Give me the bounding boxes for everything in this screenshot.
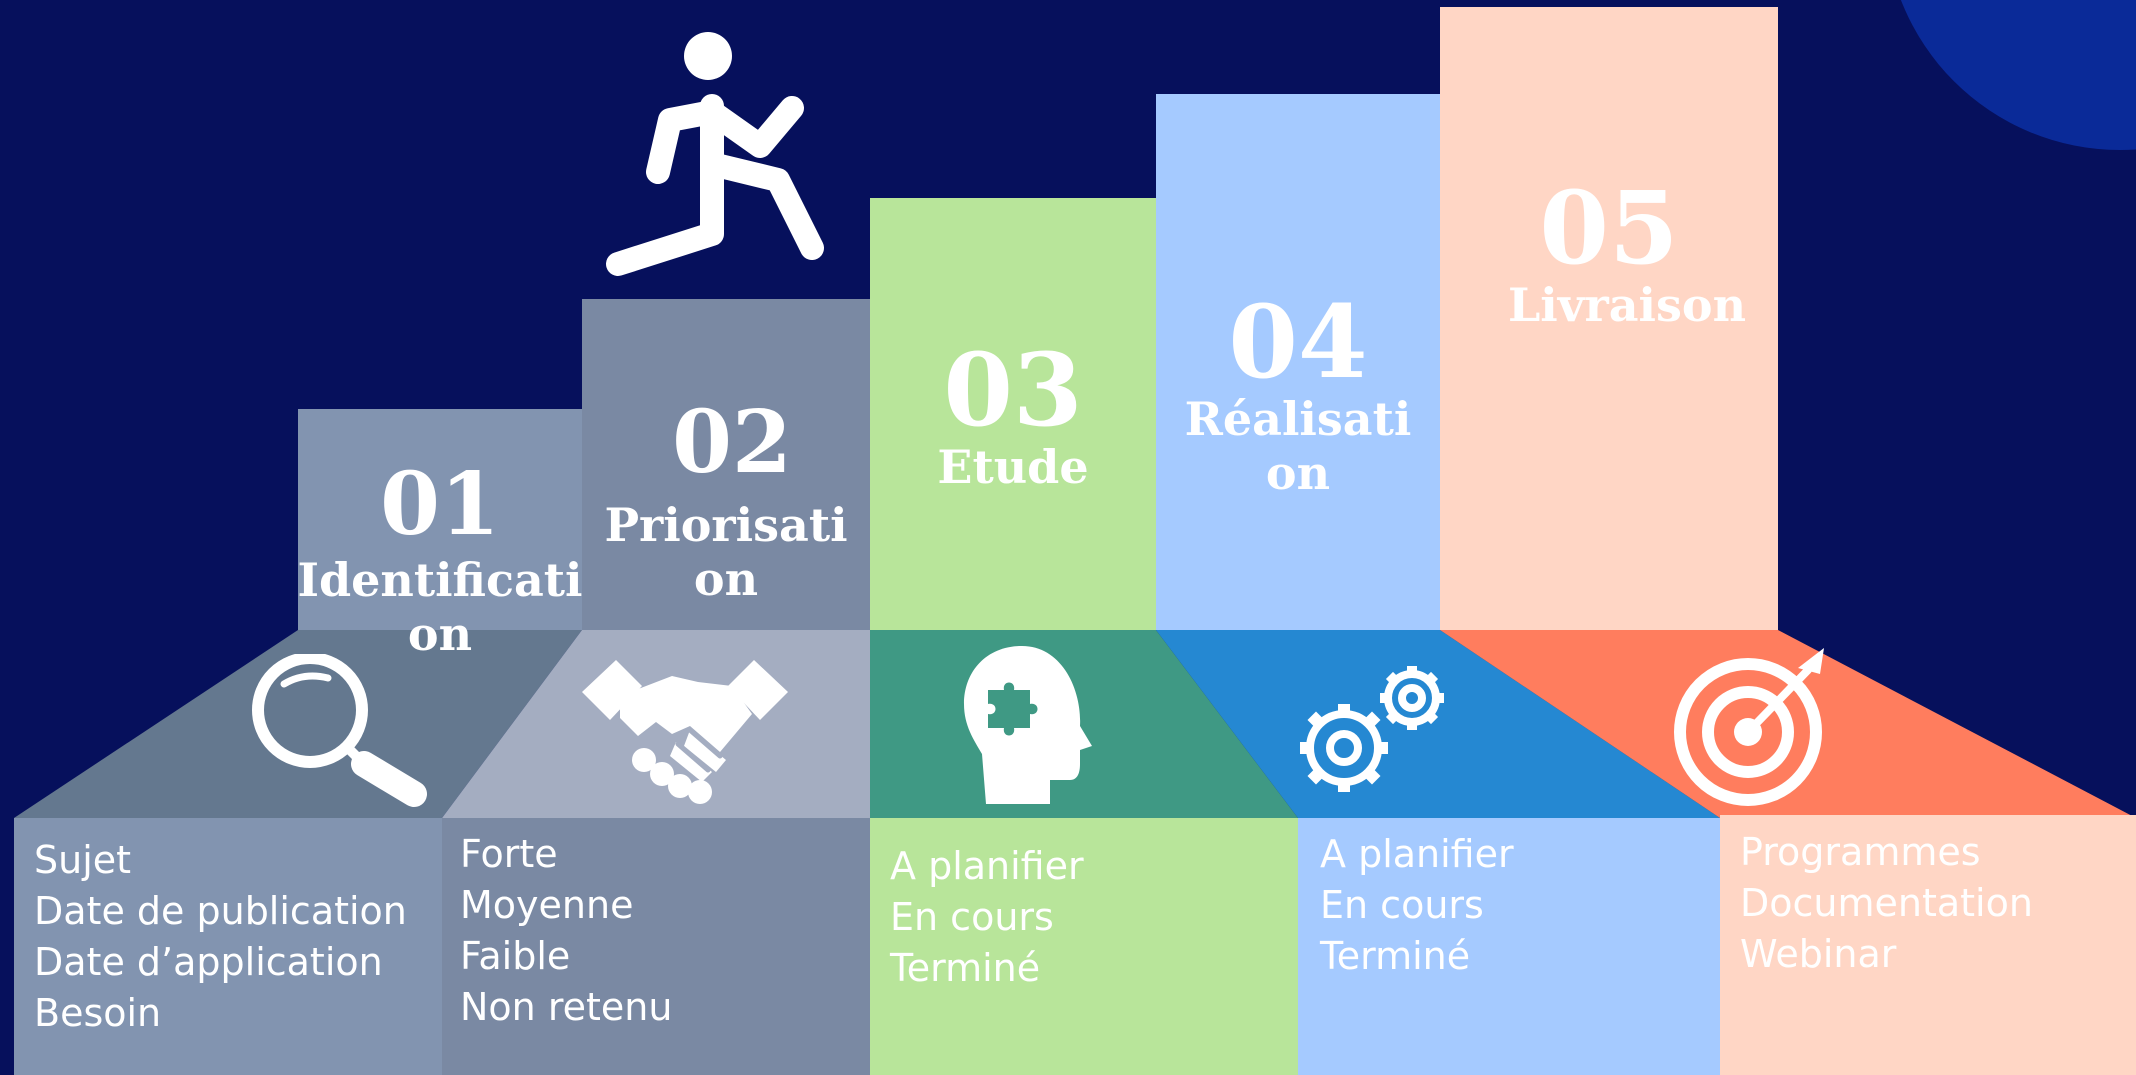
step-3-item: En cours [890,895,1054,939]
step-2-item: Moyenne [460,883,634,927]
head-puzzle-icon [964,646,1092,804]
step-3-title-line-1: Etude [937,440,1089,494]
step-1-item: Date de publication [34,889,407,933]
step-1-bar [298,409,582,630]
step-3-bar [870,198,1156,630]
step-4-title-line-2: on [1265,446,1331,501]
step-3-item: A planifier [890,844,1084,888]
step-5-panel [1720,815,2136,1075]
step-1-number: 01 [380,454,500,555]
step-1-title: Identificati on [290,553,590,662]
step-4-panel [1298,818,1726,1075]
step-2-title: Priorisati on [582,498,870,607]
step-1-item: Date d’application [34,940,383,984]
step-2-panel [442,818,870,1075]
step-5-item: Documentation [1740,881,2033,925]
step-4-bar [1156,94,1440,630]
step-2-bar [582,299,870,630]
step-4-title: Réalisati on [1156,392,1440,501]
step-1-item: Sujet [34,838,132,882]
step-5-number: 05 [1539,169,1679,287]
handshake-icon [582,660,788,804]
step-1-title-line-2: on [407,607,473,662]
step-1-panel [14,818,442,1075]
step-5-item: Programmes [1740,830,1981,874]
step-2-items: Forte Moyenne Faible Non retenu [460,829,672,1033]
magnifier-icon [252,654,427,807]
gears-icon [1300,666,1444,792]
step-3-panel [870,818,1298,1075]
step-4-item: En cours [1320,883,1484,927]
step-4-number: 04 [1228,283,1368,401]
step-5-bar [1440,7,1778,630]
step-1-title-line-1: Identificati [297,553,583,607]
step-5-items: Programmes Documentation Webinar [1740,827,2033,980]
step-3-items: A planifier En cours Terminé [890,841,1084,994]
step-4-item: Terminé [1320,934,1471,978]
step-4-title-line-1: Réalisati [1184,392,1412,446]
step-2-item: Faible [460,934,571,978]
step-5-title: Livraison [1472,278,1782,332]
running-person-icon [606,32,824,276]
step-3-item: Terminé [890,946,1041,990]
step-5-item: Webinar [1740,932,1897,976]
step-4-item: A planifier [1320,832,1514,876]
target-icon [1674,648,1824,806]
step-2-number: 02 [672,392,792,493]
step-3-number: 03 [943,331,1083,449]
step-2-title-line-2: on [693,552,759,607]
step-3-title: Etude [870,440,1156,494]
step-4-slope [1156,630,1720,818]
step-1-slope [14,630,582,818]
step-5-title-line-1: Livraison [1507,278,1747,332]
step-1-items: Sujet Date de publication Date d’applica… [34,835,407,1039]
step-4-items: A planifier En cours Terminé [1320,829,1514,982]
step-2-title-line-1: Priorisati [604,498,848,552]
step-2-item: Non retenu [460,985,673,1029]
step-2-item: Forte [460,832,558,876]
step-1-item: Besoin [34,991,162,1035]
